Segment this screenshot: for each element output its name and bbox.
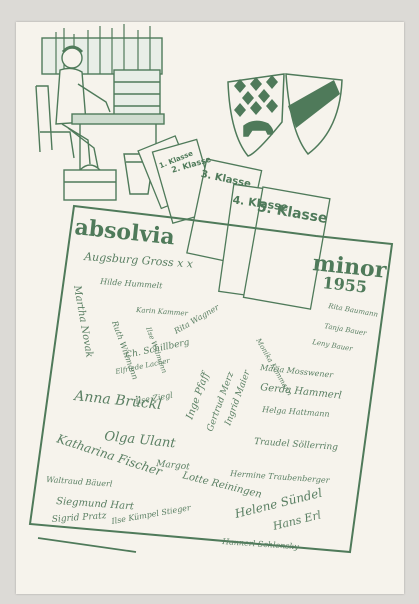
signature: Siegmund Hart [56, 496, 135, 512]
signature: Karin Kammer [135, 306, 189, 318]
signature: Rita Wagner [172, 302, 222, 336]
signature: Martha Novak [71, 284, 95, 359]
signature: Margot [155, 459, 191, 473]
title-absolvia: absolvia [73, 214, 176, 250]
lozenge-pattern [234, 75, 278, 117]
diagonal-band [288, 80, 340, 128]
signature: Sigrid Pratz [52, 511, 108, 525]
signature: Hermine Traubenberger [229, 469, 331, 485]
signature: Gerda Hammerl [260, 382, 342, 401]
class-pages [137, 135, 331, 310]
signature: Maria Mosswener [259, 363, 335, 380]
signature: Traudel Söllerring [254, 437, 339, 453]
signature: Augsburg Gross x x [83, 250, 194, 271]
signature: Helga Hattmann [261, 405, 330, 419]
bear-icon [243, 120, 274, 137]
coat-of-arms [227, 73, 343, 157]
signature: Hans Erl [271, 508, 323, 533]
postcard: 1. Klasse 2. Klasse 3. Klasse 4. Klasse … [16, 22, 404, 594]
student-illustration [35, 24, 165, 201]
title-year: 1955 [322, 273, 368, 297]
signature: Waltraud Bäuerl [46, 475, 113, 489]
signatures: Augsburg Gross x x Hilde Hummelt Martha … [46, 250, 379, 551]
signature: Inge Pfaff [184, 369, 212, 422]
signature-sheet [28, 204, 394, 554]
signature: Hannerl Schlensky [221, 537, 300, 551]
signature: Tanja Bauer [324, 322, 368, 337]
signature: Olga Ulant [104, 429, 177, 451]
signature: Rita Baumann [327, 302, 379, 319]
postcard-artwork: 1. Klasse 2. Klasse 3. Klasse 4. Klasse … [28, 24, 394, 554]
signature: Leny Bauer [311, 338, 354, 353]
signature: Hilde Hummelt [99, 277, 164, 290]
